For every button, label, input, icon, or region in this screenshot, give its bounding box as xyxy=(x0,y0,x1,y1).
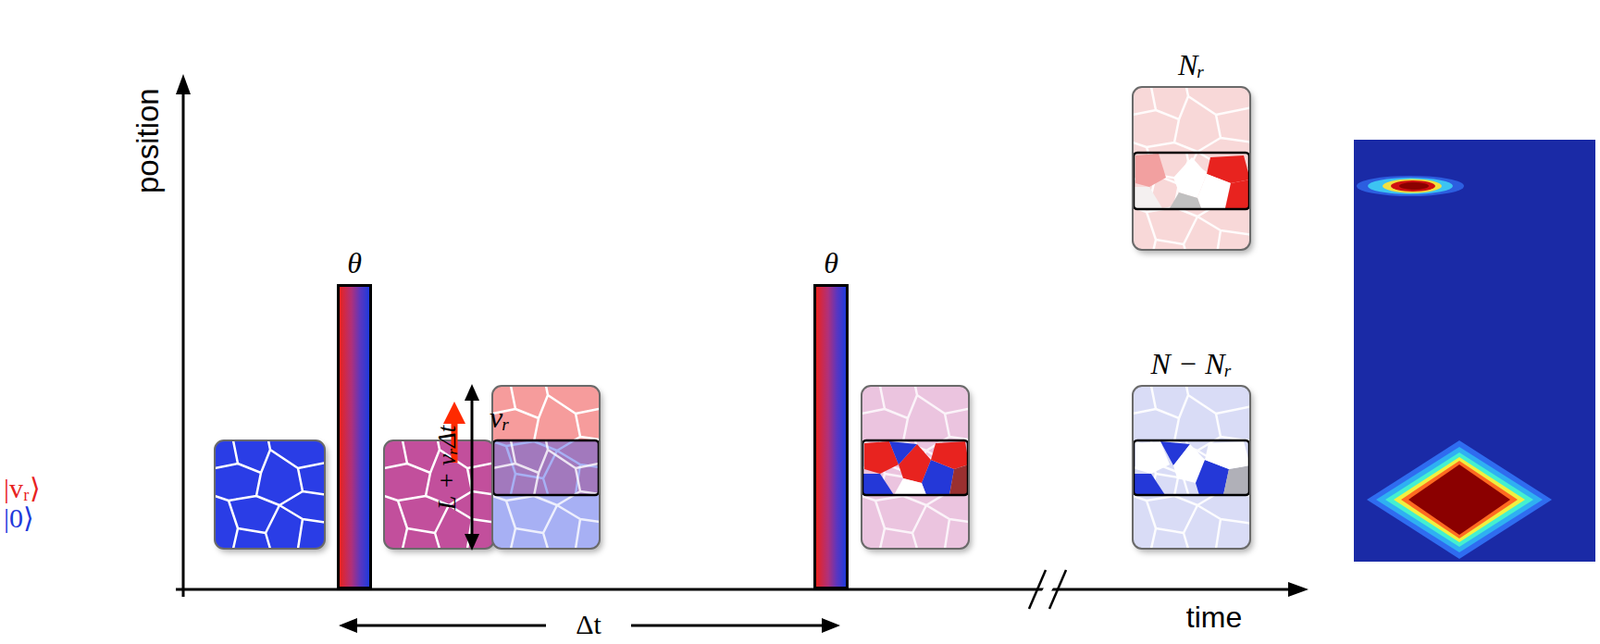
cloud-box: N − Nᵣ xyxy=(1132,385,1251,549)
pulse-bar: θ xyxy=(336,284,373,590)
state-label: |vᵣ⟩ xyxy=(3,472,41,504)
interfering-cloud xyxy=(861,385,982,549)
atom-number: Nᵣ xyxy=(1178,49,1205,82)
arrowhead xyxy=(821,618,841,633)
remaining-cloud xyxy=(1132,385,1253,549)
axis-arrowhead xyxy=(1288,582,1309,597)
length-label: L + vᵣΔt xyxy=(434,424,463,510)
velocity-arrowhead xyxy=(443,401,466,424)
interval-label: Δt xyxy=(575,608,602,640)
cloud-box: Nᵣ xyxy=(1132,86,1251,250)
axis-label: position xyxy=(131,87,165,194)
arrowhead xyxy=(464,384,480,401)
absorption-image xyxy=(1353,139,1596,562)
atom-cloud xyxy=(214,440,335,549)
pulse-angle: θ xyxy=(347,247,362,280)
axis-arrowhead xyxy=(175,74,191,95)
arrowhead xyxy=(338,618,358,633)
axes xyxy=(175,90,1291,597)
pulse-bar: θ xyxy=(813,284,849,590)
length-arrow xyxy=(471,396,474,539)
detected-cloud xyxy=(1132,86,1253,261)
velocity-label: vᵣ xyxy=(489,401,510,435)
arrowhead xyxy=(464,533,480,551)
state-label: |0⟩ xyxy=(3,502,35,534)
separated-clouds xyxy=(492,385,613,549)
axis-break-marks xyxy=(1029,570,1067,609)
pulse-angle: θ xyxy=(823,247,839,280)
axis-label: time xyxy=(1186,601,1242,634)
atom-number: N − Nᵣ xyxy=(1150,347,1232,381)
